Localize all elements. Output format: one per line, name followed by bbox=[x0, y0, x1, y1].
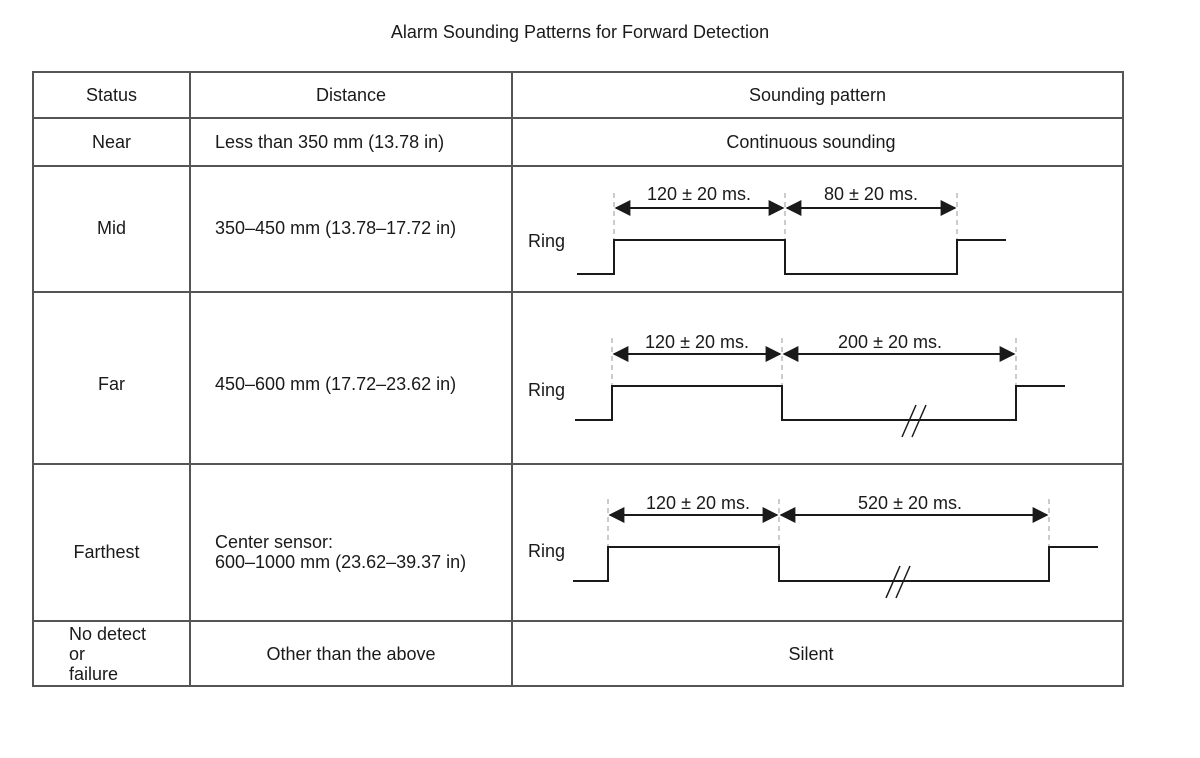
mid-off-duration-label: 80 ± 20 ms. bbox=[824, 184, 918, 204]
header-distance: Distance bbox=[315, 85, 387, 105]
status-near: Near bbox=[91, 132, 131, 152]
distance-farthest-line1: Center sensor: bbox=[215, 532, 334, 552]
far-on-duration-label: 120 ± 20 ms. bbox=[645, 332, 749, 352]
mid-ring-label: Ring bbox=[528, 231, 565, 251]
farthest-on-duration-label: 120 ± 20 ms. bbox=[646, 493, 750, 513]
far-ring-waveform: 120 ± 20 ms. 200 ± 20 ms. Ring bbox=[528, 332, 1065, 438]
status-far: Far bbox=[98, 374, 125, 394]
status-no-detect: No detect or failure bbox=[33, 621, 190, 686]
status-no-detect-line2: or bbox=[69, 643, 86, 664]
header-status: Status bbox=[85, 85, 138, 105]
distance-farthest: Center sensor: 600–1000 mm (23.62–39.37 … bbox=[190, 464, 512, 640]
pattern-near: Continuous sounding bbox=[726, 132, 896, 152]
distance-farthest-line2: 600–1000 mm (23.62–39.37 in) bbox=[215, 552, 467, 572]
distance-far: 450–600 mm (17.72–23.62 in) bbox=[215, 374, 457, 394]
distance-mid: 350–450 mm (13.78–17.72 in) bbox=[215, 218, 457, 238]
far-break-mark bbox=[901, 404, 927, 438]
distance-near: Less than 350 mm (13.78 in) bbox=[215, 132, 445, 152]
status-no-detect-line3: failure bbox=[69, 663, 119, 684]
status-mid: Mid bbox=[96, 218, 126, 238]
farthest-break-mark bbox=[885, 565, 911, 599]
farthest-ring-waveform: 120 ± 20 ms. 520 ± 20 ms. Ring bbox=[528, 493, 1098, 599]
diagram-title: Alarm Sounding Patterns for Forward Dete… bbox=[390, 22, 770, 42]
distance-no-detect: Other than the above bbox=[266, 643, 436, 664]
status-no-detect-line1: No detect bbox=[69, 623, 147, 644]
mid-ring-waveform: 120 ± 20 ms. 80 ± 20 ms. Ring bbox=[528, 184, 1006, 275]
farthest-ring-label: Ring bbox=[528, 541, 565, 561]
far-ring-label: Ring bbox=[528, 380, 565, 400]
status-farthest: Farthest bbox=[73, 542, 140, 562]
farthest-off-duration-label: 520 ± 20 ms. bbox=[858, 493, 962, 513]
far-off-duration-label: 200 ± 20 ms. bbox=[838, 332, 942, 352]
pattern-no-detect: Silent bbox=[788, 643, 834, 664]
mid-on-duration-label: 120 ± 20 ms. bbox=[647, 184, 751, 204]
header-sounding-pattern: Sounding pattern bbox=[748, 85, 887, 105]
